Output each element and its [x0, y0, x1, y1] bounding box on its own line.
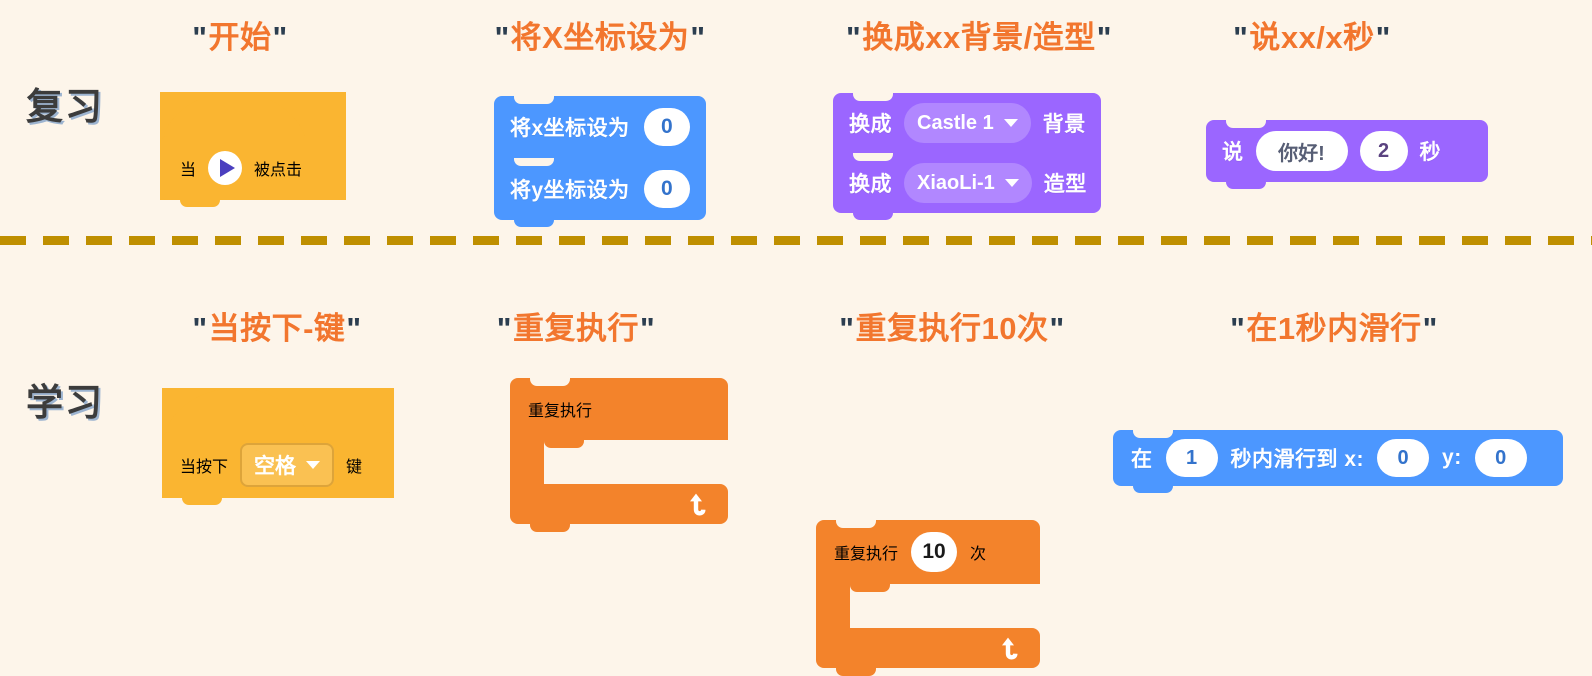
title-text: 重复执行 [513, 311, 639, 346]
quote-open: " [496, 311, 512, 346]
row-label-review: 复习 [26, 86, 104, 127]
switch-label: 换成 [849, 113, 892, 136]
title-text: 重复执行10次 [855, 311, 1049, 346]
backdrop-dropdown[interactable]: Castle 1 [904, 103, 1031, 143]
glide-y-input[interactable]: 0 [1474, 439, 1527, 477]
switch-label: 换成 [849, 173, 892, 196]
glide-label: 在 [1131, 448, 1153, 471]
title-start: "开始" [191, 22, 288, 53]
c-top-notch [530, 378, 570, 386]
backdrop-tail-label: 背景 [1042, 113, 1086, 136]
repeat-label: 重复执行 [834, 546, 899, 563]
green-flag-play-icon [208, 151, 243, 185]
c-bottom-notch [836, 668, 876, 676]
quote-close: " [1375, 20, 1391, 55]
chevron-down-icon [306, 461, 321, 469]
title-when-key-pressed: "当按下-键" [191, 313, 362, 344]
chevron-down-icon [1004, 179, 1019, 187]
costume-dropdown-value: XiaoLi-1 [917, 171, 995, 194]
title-text: 换成xx背景/造型 [862, 20, 1096, 55]
say-text-input[interactable]: 你好! [1255, 131, 1348, 171]
quote-close: " [1422, 311, 1438, 346]
block-set-y[interactable]: 将y坐标设为 0 [494, 158, 706, 227]
clicked-label: 被点击 [254, 162, 303, 179]
quote-close: " [1096, 20, 1112, 55]
block-stack-switch[interactable]: 换成 Castle 1 背景 换成 XiaoLi-1 造型 [833, 93, 1101, 220]
block-say-for-secs[interactable]: 说 你好! 2 秒 [1206, 120, 1488, 189]
slide-canvas: 复习 "开始" "将X坐标设为" "换成xx背景/造型" "说xx/x秒" 当 … [0, 22, 1592, 676]
quote-open: " [494, 20, 510, 55]
c-mouth-notch [544, 440, 584, 448]
c-mouth-notch [850, 584, 890, 592]
title-switch-backdrop-costume: "换成xx背景/造型" [845, 22, 1113, 53]
c-spine [816, 584, 850, 628]
quote-open: " [839, 311, 855, 346]
set-y-label: 将y坐标设为 [510, 179, 630, 202]
quote-close: " [690, 20, 706, 55]
c-bottom-notch [530, 524, 570, 532]
title-set-x: "将X坐标设为" [493, 22, 706, 53]
set-y-value[interactable]: 0 [643, 170, 690, 208]
quote-open: " [1233, 20, 1249, 55]
loop-arrow-icon [996, 635, 1022, 661]
quote-close: " [1049, 311, 1065, 346]
when-pressed-label: 当按下 [180, 459, 229, 476]
forever-label: 重复执行 [528, 403, 593, 420]
costume-tail-label: 造型 [1043, 173, 1087, 196]
glide-y-label: y: [1442, 446, 1462, 469]
set-x-label: 将x坐标设为 [510, 117, 630, 140]
title-forever: "重复执行" [496, 313, 656, 344]
title-text: 当按下-键 [208, 311, 346, 346]
quote-open: " [846, 20, 862, 55]
block-switch-costume[interactable]: 换成 XiaoLi-1 造型 [833, 153, 1101, 220]
key-tail-label: 键 [346, 459, 363, 476]
title-glide-secs: "在1秒内滑行" [1229, 313, 1439, 344]
quote-open: " [1230, 311, 1246, 346]
set-x-value[interactable]: 0 [643, 108, 690, 146]
chevron-down-icon [1003, 119, 1018, 127]
costume-dropdown[interactable]: XiaoLi-1 [904, 163, 1032, 203]
row-label-learn: 学习 [26, 382, 104, 423]
block-set-x[interactable]: 将x坐标设为 0 [494, 96, 706, 158]
key-dropdown-value: 空格 [254, 455, 297, 478]
block-glide-secs-to-xy[interactable]: 在 1 秒内滑行到 x: 0 y: 0 [1113, 430, 1563, 493]
repeat-count-input[interactable]: 10 [911, 532, 958, 572]
title-text: 说xx/x秒 [1249, 20, 1375, 55]
title-text: 开始 [208, 20, 272, 55]
c-top-notch [836, 520, 876, 528]
glide-x-input[interactable]: 0 [1377, 439, 1430, 477]
when-label: 当 [180, 162, 197, 179]
quote-close: " [346, 311, 362, 346]
quote-close: " [640, 311, 656, 346]
glide-seconds-input[interactable]: 1 [1165, 439, 1218, 477]
key-dropdown[interactable]: 空格 [240, 443, 335, 487]
c-spine [510, 440, 544, 484]
loop-arrow-icon [684, 491, 710, 517]
block-when-flag-clicked[interactable]: 当 被点击 [160, 92, 346, 207]
title-repeat-10: "重复执行10次" [838, 313, 1065, 344]
title-say-for-secs: "说xx/x秒" [1232, 22, 1392, 53]
quote-open: " [192, 20, 208, 55]
title-text: 将X坐标设为 [510, 20, 690, 55]
block-when-key-pressed[interactable]: 当按下 空格 键 [162, 388, 394, 505]
block-forever[interactable]: 重复执行 [510, 378, 728, 532]
say-seconds-input[interactable]: 2 [1359, 131, 1408, 171]
say-tail-label: 秒 [1419, 141, 1441, 164]
say-label: 说 [1222, 141, 1244, 164]
title-text: 在1秒内滑行 [1246, 311, 1422, 346]
section-divider [0, 236, 1592, 245]
backdrop-dropdown-value: Castle 1 [917, 111, 994, 134]
quote-open: " [192, 311, 208, 346]
block-stack-set-xy[interactable]: 将x坐标设为 0 将y坐标设为 0 [494, 96, 706, 227]
block-repeat-10[interactable]: 重复执行 10 次 [816, 520, 1040, 676]
block-switch-backdrop[interactable]: 换成 Castle 1 背景 [833, 93, 1101, 153]
glide-mid-label: 秒内滑行到 x: [1230, 448, 1365, 471]
quote-close: " [272, 20, 288, 55]
repeat-tail-label: 次 [970, 546, 987, 563]
